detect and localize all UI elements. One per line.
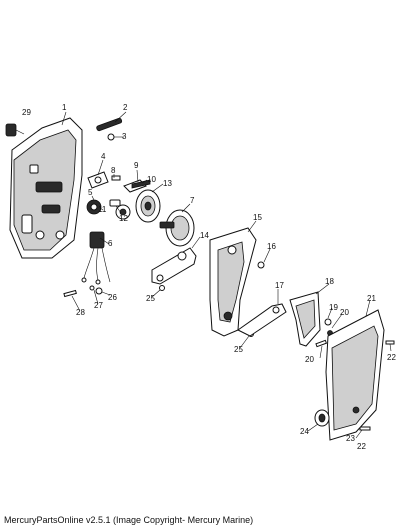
callout-26: 26 xyxy=(108,293,117,302)
callout-6: 6 xyxy=(108,239,113,248)
callout-20-upper: 20 xyxy=(340,308,349,317)
callout-14: 14 xyxy=(200,231,209,240)
callout-16: 16 xyxy=(267,242,276,251)
bracket-part xyxy=(289,291,321,347)
callout-20-lower: 20 xyxy=(305,355,314,364)
callout-15: 15 xyxy=(253,213,262,222)
screw-part-3 xyxy=(107,133,115,141)
callout-12: 12 xyxy=(119,214,128,223)
callout-29: 29 xyxy=(22,108,31,117)
callout-10: 10 xyxy=(147,175,156,184)
drum-part xyxy=(135,189,161,223)
callout-11: 11 xyxy=(98,205,107,214)
callout-24: 24 xyxy=(300,427,309,436)
callout-1: 1 xyxy=(62,103,67,112)
callout-9: 9 xyxy=(134,161,139,170)
callout-27: 27 xyxy=(94,301,103,310)
callout-17: 17 xyxy=(275,281,284,290)
callout-23: 23 xyxy=(346,434,355,443)
callout-8: 8 xyxy=(111,166,116,175)
callout-18: 18 xyxy=(325,277,334,286)
copyright-footer: MercuryPartsOnline v2.5.1 (Image Copyrig… xyxy=(4,515,254,525)
callout-2: 2 xyxy=(123,103,128,112)
callout-13: 13 xyxy=(163,179,172,188)
callout-22-lower: 22 xyxy=(357,442,366,451)
plate-part xyxy=(209,227,257,337)
callout-7: 7 xyxy=(190,196,195,205)
callout-19: 19 xyxy=(329,303,338,312)
end-knob-part xyxy=(314,409,330,427)
callout-labels: 1 2 3 4 5 6 7 8 9 10 11 12 13 14 15 16 1… xyxy=(22,103,396,451)
cover-part xyxy=(325,309,385,441)
callout-22-upper: 22 xyxy=(387,353,396,362)
wire-harness-part xyxy=(81,231,111,285)
gear-part xyxy=(159,209,195,247)
callout-21: 21 xyxy=(367,294,376,303)
main-housing-part xyxy=(9,117,83,259)
callout-3: 3 xyxy=(122,132,127,141)
arm-part xyxy=(237,303,287,337)
leader-lines xyxy=(61,111,392,439)
callout-25-right: 25 xyxy=(234,345,243,354)
lever-part xyxy=(151,247,197,285)
small-hardware-parts xyxy=(86,171,151,220)
callout-25-left: 25 xyxy=(146,294,155,303)
pin-part xyxy=(96,117,123,132)
knob-part xyxy=(5,123,25,137)
callout-5: 5 xyxy=(88,188,93,197)
callout-4: 4 xyxy=(101,152,106,161)
callout-28: 28 xyxy=(76,308,85,317)
